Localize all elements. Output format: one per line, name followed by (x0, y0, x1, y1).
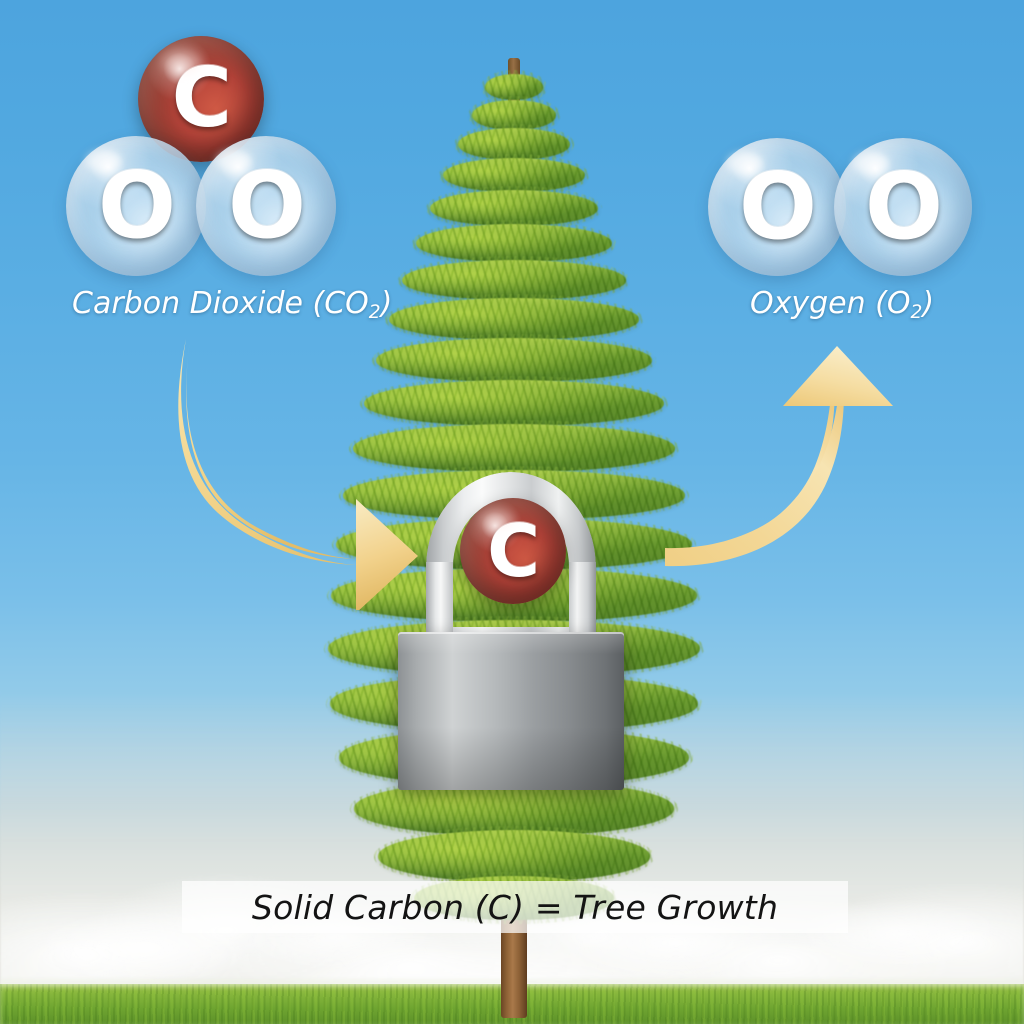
oxygen-atom-sphere-right: O (196, 136, 336, 276)
caption-bar: Solid Carbon (C) = Tree Growth (182, 881, 848, 933)
o2-label-tail: ) (922, 286, 935, 321)
o2-oxygen-sphere-right: O (834, 138, 972, 276)
co2-intake-arrow (178, 339, 418, 610)
oxygen-atom-label-right: O (227, 152, 306, 259)
co2-label-subscript: 2 (368, 302, 381, 324)
o2-oxygen-label-left: O (738, 153, 817, 260)
o2-label-subscript: 2 (910, 302, 923, 324)
o2-label-main: Oxygen (O (750, 286, 911, 321)
caption-text: Solid Carbon (C) = Tree Growth (251, 887, 779, 927)
o2-oxygen-label-right: O (864, 153, 943, 260)
co2-label: Carbon Dioxide (CO2) (72, 286, 392, 323)
co2-label-main: Carbon Dioxide (CO (72, 286, 369, 321)
oxygen-atom-sphere-left: O (66, 136, 206, 276)
padlock-body (398, 632, 624, 790)
o2-label: Oxygen (O2) (750, 286, 934, 323)
padlock-carbon-label: C (487, 509, 540, 593)
padlock-carbon-sphere: C (460, 498, 566, 604)
o2-output-arrow (665, 346, 893, 567)
oxygen-atom-label-left: O (97, 152, 176, 259)
co2-label-tail: ) (380, 286, 393, 321)
o2-oxygen-sphere-left: O (708, 138, 846, 276)
padlock: C (398, 472, 624, 790)
